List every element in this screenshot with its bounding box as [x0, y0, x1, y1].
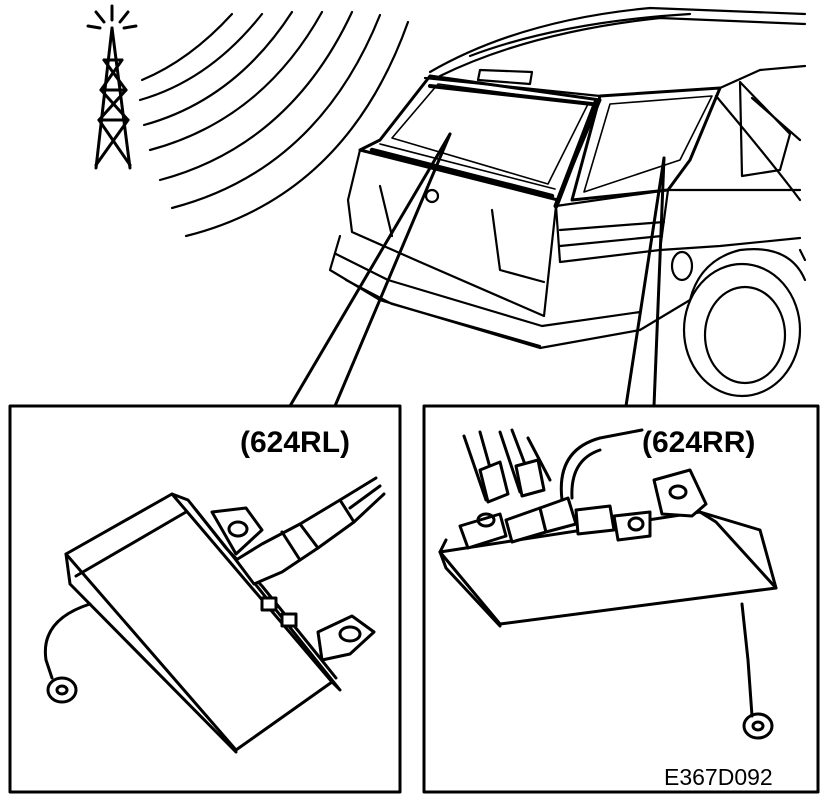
- antenna-amplifier-right: [438, 428, 778, 740]
- antenna-amplifier-left: [43, 476, 386, 754]
- leader-lines: [288, 132, 666, 408]
- radio-waves: [138, 10, 410, 238]
- car-rear-view: [328, 6, 807, 398]
- figure-code: E367D092: [664, 764, 773, 790]
- detail-panel-right: [422, 404, 820, 794]
- module-label-rr: (624RR): [642, 426, 756, 459]
- radio-tower-icon: [86, 4, 138, 170]
- detail-panel-left: [8, 404, 402, 794]
- module-label-rl: (624RL): [240, 426, 351, 459]
